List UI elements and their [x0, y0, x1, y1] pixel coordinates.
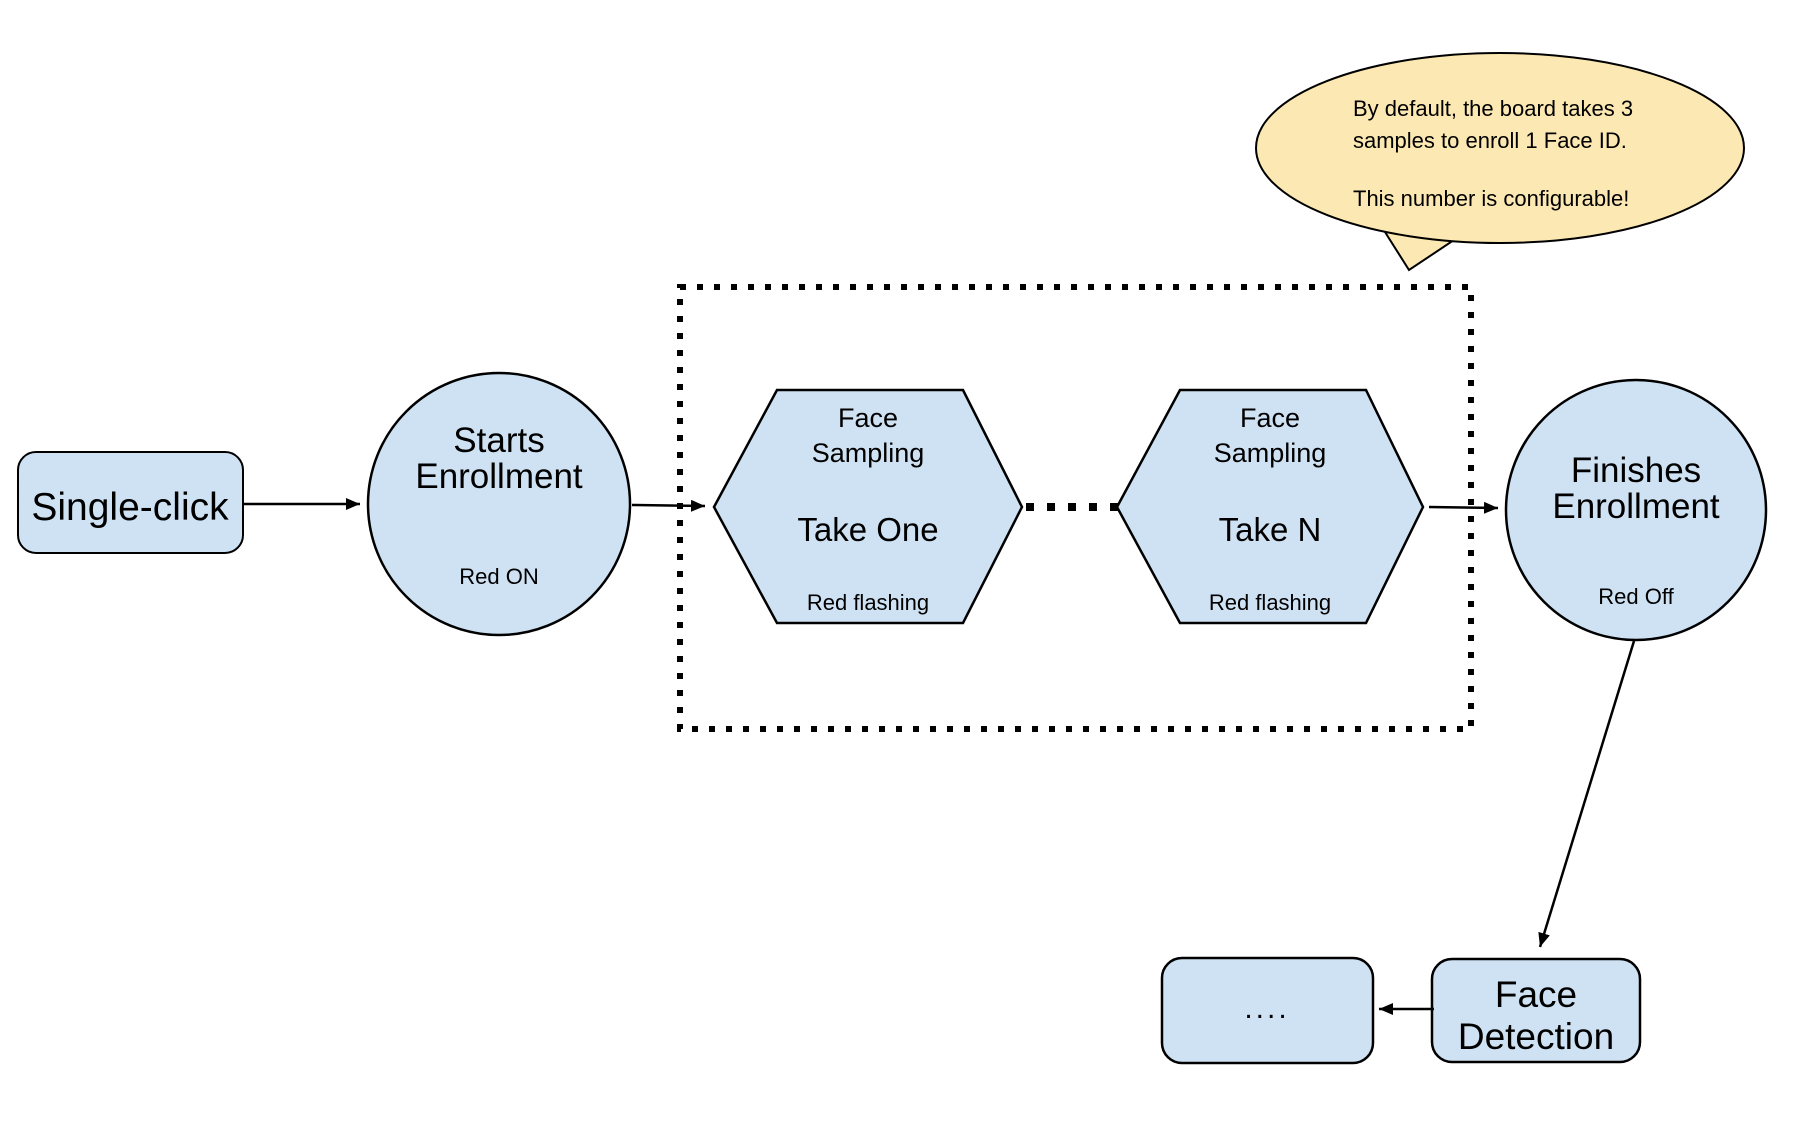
face-sampling-one-node: [712, 388, 1024, 625]
face-sampling-one-status: Red flashing: [807, 590, 929, 615]
face-detection-line-1: Face: [1495, 974, 1577, 1015]
face-sampling-n-line-2: Sampling: [1214, 438, 1327, 468]
callout-line-3: This number is configurable!: [1353, 186, 1629, 211]
arrow-starts-to-sampling: [631, 499, 706, 512]
starts-enrollment-node: [366, 371, 632, 637]
arrow-sampling-to-finishes: [1428, 501, 1499, 514]
face-detection-line-2: Detection: [1458, 1016, 1614, 1057]
face-sampling-one-line-3: Take One: [797, 511, 938, 548]
finishes-enrollment-line-1: Finishes: [1571, 451, 1701, 490]
finishes-enrollment-line-2: Enrollment: [1552, 487, 1720, 526]
starts-enrollment-line-1: Starts: [453, 421, 544, 460]
face-sampling-one-line-2: Sampling: [812, 438, 925, 468]
callout-bubble: [1255, 52, 1745, 244]
continuation-label: ....: [1244, 992, 1289, 1025]
continuation-node: [1160, 956, 1375, 1065]
callout-line-1: By default, the board takes 3: [1353, 96, 1633, 121]
face-sampling-n-node: [1115, 388, 1425, 625]
starts-enrollment-status: Red ON: [459, 564, 538, 589]
single-click-label: Single-click: [31, 486, 229, 529]
face-sampling-n-line-3: Take N: [1219, 511, 1322, 548]
face-detection-node: [1430, 957, 1642, 1064]
callout-line-2: samples to enroll 1 Face ID.: [1353, 128, 1627, 153]
starts-enrollment-line-2: Enrollment: [415, 457, 583, 496]
finishes-enrollment-status: Red Off: [1598, 584, 1674, 609]
arrow-finishes-to-detection: [1538, 640, 1636, 948]
sampling-group-border: [677, 284, 1474, 732]
face-sampling-n-status: Red flashing: [1209, 590, 1331, 615]
finishes-enrollment-node: [1504, 378, 1768, 642]
face-sampling-n-line-1: Face: [1240, 403, 1300, 433]
face-sampling-one-line-1: Face: [838, 403, 898, 433]
single-click-node: [17, 451, 244, 554]
